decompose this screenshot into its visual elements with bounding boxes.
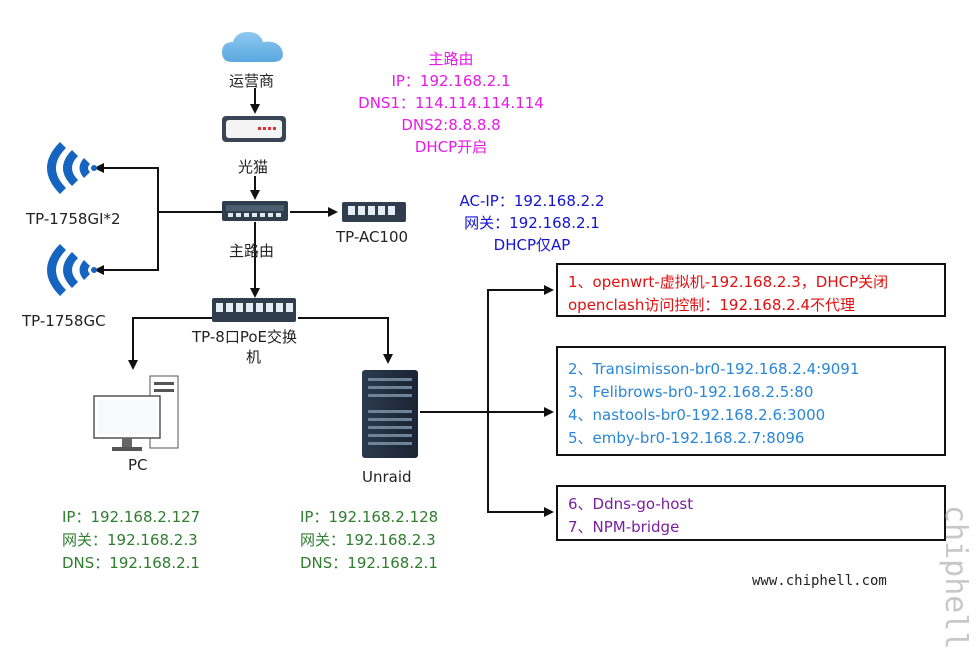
ac-label: TP-AC100: [336, 228, 409, 246]
router-to-ap1-line: [94, 163, 222, 213]
ac-info-line: DHCP仅AP: [493, 236, 571, 254]
server-icon: [362, 370, 418, 458]
ac-controller-icon: [342, 202, 406, 222]
connections: [94, 88, 554, 517]
isp-label: 运营商: [229, 72, 275, 90]
pc-info: IP：192.168.2.127 网关：192.168.2.3 DNS：192.…: [62, 506, 200, 575]
poe-switch-icon: [212, 298, 296, 322]
router-info-line: DNS2:8.8.8.8: [401, 116, 501, 134]
ap-top-label: TP-1758GI*2: [26, 210, 121, 228]
network-diagram: 运营商 光猫 主路由 TP-1758GI*2 TP-1758GC TP-AC10…: [22, 32, 973, 650]
unraid-info-line: DNS：192.168.2.1: [300, 554, 438, 572]
switch-to-unraid-line: [298, 317, 393, 364]
unraid-to-box3-line: [487, 412, 554, 517]
diagram-canvas: [47, 32, 554, 517]
ap-bottom-label: TP-1758GC: [22, 312, 106, 330]
wifi-icon-top: [47, 142, 97, 194]
ac-info-line: AC-IP：192.168.2.2: [459, 192, 605, 210]
openwrt-box-line: 1、openwrt-虚拟机-192.168.2.3，DHCP关闭: [568, 273, 889, 291]
unraid-to-box1-line: [420, 285, 554, 413]
pc-icon: [93, 375, 179, 451]
switch-to-pc-line: [128, 317, 212, 370]
modem-label: 光猫: [238, 158, 269, 176]
unraid-info: IP：192.168.2.128 网关：192.168.2.3 DNS：192.…: [300, 506, 438, 575]
docker-br0-line: 5、emby-br0-192.168.2.7:8096: [568, 429, 805, 447]
pc-info-line: DNS：192.168.2.1: [62, 554, 200, 572]
openwrt-box: 1、openwrt-虚拟机-192.168.2.3，DHCP关闭 opencla…: [556, 263, 946, 317]
router-info-line: 主路由: [428, 50, 474, 68]
ac-info-line: 网关：192.168.2.1: [464, 214, 600, 232]
watermark-logo: chiphell: [938, 505, 973, 650]
modem-icon: [222, 116, 286, 142]
docker-br0-box: 2、Transimisson-br0-192.168.2.4:9091 3、Fe…: [556, 346, 946, 456]
router-info: 主路由 IP：192.168.2.1 DNS1：114.114.114.114 …: [346, 48, 556, 158]
switch-label-line2: 机: [246, 348, 262, 366]
docker-other-line: 6、Ddns-go-host: [568, 495, 694, 513]
ac-info: AC-IP：192.168.2.2 网关：192.168.2.1 DHCP仅AP: [432, 190, 632, 256]
docker-br0-line: 3、Felibrows-br0-192.168.2.5:80: [568, 383, 814, 401]
docker-other-box: 6、Ddns-go-host 7、NPM-bridge: [556, 485, 946, 541]
unraid-info-line: 网关：192.168.2.3: [300, 531, 436, 549]
cloud-icon: [222, 32, 283, 62]
router-info-line: IP：192.168.2.1: [391, 72, 511, 90]
docker-other-line: 7、NPM-bridge: [568, 518, 680, 536]
router-label: 主路由: [229, 242, 275, 260]
router-icon: [222, 201, 288, 221]
pc-info-line: IP：192.168.2.127: [62, 508, 201, 526]
unraid-info-line: IP：192.168.2.128: [300, 508, 439, 526]
docker-br0-line: 2、Transimisson-br0-192.168.2.4:9091: [568, 360, 860, 378]
router-info-line: DNS1：114.114.114.114: [358, 94, 544, 112]
router-info-line: DHCP开启: [414, 138, 488, 156]
pc-info-line: 网关：192.168.2.3: [62, 531, 198, 549]
router-to-ap2-line: [94, 212, 159, 275]
docker-br0-line: 4、nastools-br0-192.168.2.6:3000: [568, 406, 826, 424]
openwrt-box-line: openclash访问控制：192.168.2.4不代理: [568, 296, 856, 314]
unraid-label: Unraid: [362, 468, 412, 486]
watermark-url: www.chiphell.com: [752, 573, 887, 589]
wifi-icon-bottom: [47, 244, 97, 296]
switch-label-line1: TP-8口PoE交换: [192, 328, 298, 346]
pc-label: PC: [128, 456, 148, 474]
